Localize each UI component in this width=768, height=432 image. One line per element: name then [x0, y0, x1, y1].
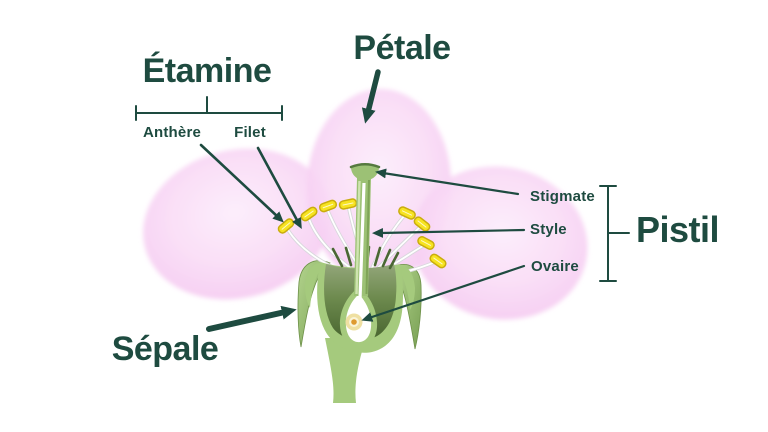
receptacle-lip-right [398, 265, 415, 310]
label-sepale: Sépale [111, 330, 219, 368]
stigma-top-edge [349, 163, 381, 169]
callouts [199, 69, 526, 332]
etamine-bracket [135, 96, 283, 121]
petal-left [143, 148, 331, 300]
label-ovaire: Ovaire [531, 258, 579, 275]
anthere-arrow [199, 143, 284, 223]
style-line [372, 227, 526, 238]
stigma [351, 164, 379, 180]
label-etamine: Étamine [142, 52, 272, 90]
label-stigmate: Stigmate [530, 188, 595, 205]
ovaire-line [361, 264, 526, 322]
label-filet: Filet [234, 124, 266, 141]
label-petale: Pétale [353, 29, 451, 67]
petal-right [412, 166, 588, 320]
petale-arrow [361, 69, 381, 124]
receptacle-lip-left [305, 262, 322, 308]
label-style: Style [530, 221, 567, 238]
stigmate-line [375, 168, 520, 196]
petals-group [143, 89, 588, 320]
ovule-center [351, 319, 357, 325]
stem [325, 338, 366, 403]
style-shade [365, 179, 370, 295]
style-highlight [355, 180, 361, 295]
filet-arrow [256, 146, 302, 230]
style-channel [358, 182, 366, 300]
label-pistil: Pistil [636, 209, 720, 250]
anthers-group [277, 198, 447, 269]
sepale-arrow [206, 305, 297, 332]
pistil-bracket [599, 185, 630, 282]
label-anthere: Anthère [142, 124, 202, 141]
